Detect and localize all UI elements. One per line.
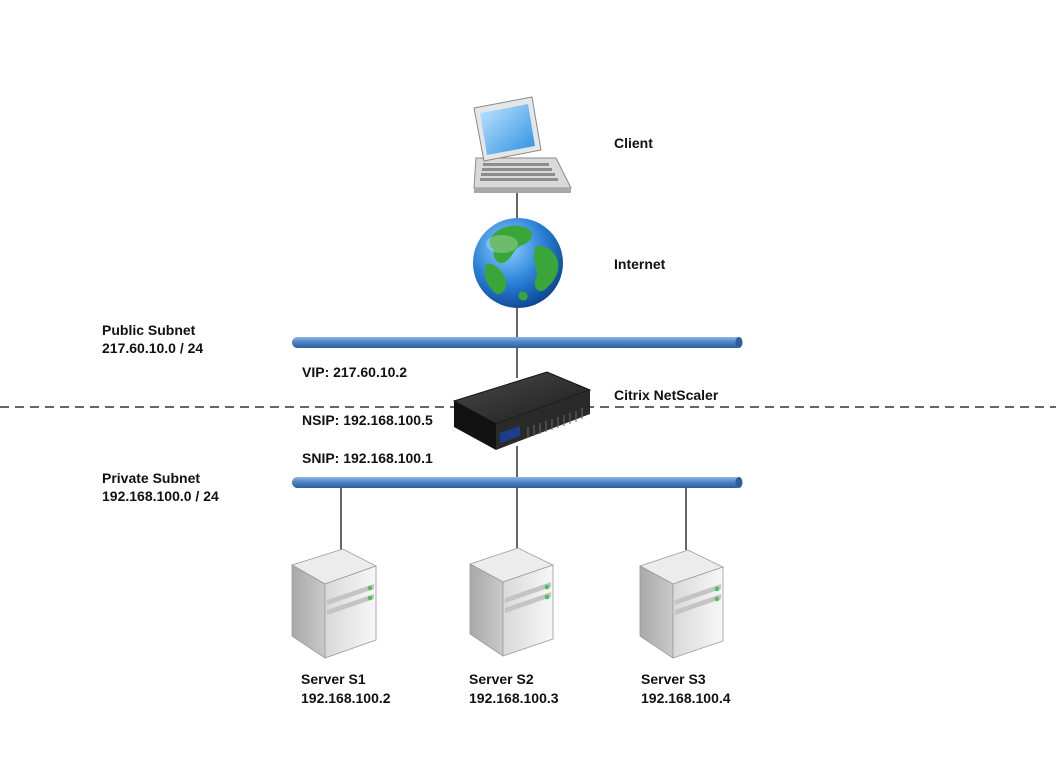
laptop-icon	[473, 96, 572, 193]
private-subnet-cidr: 192.168.100.0 / 24	[102, 488, 219, 504]
client-label: Client	[614, 135, 653, 151]
server-s1-icon	[291, 548, 378, 659]
server-s3-ip: 192.168.100.4	[641, 690, 731, 706]
netscaler-appliance-icon	[452, 371, 592, 450]
server-s2-name: Server S2	[469, 671, 534, 687]
server-s3-name: Server S3	[641, 671, 706, 687]
server-s3-icon	[639, 549, 725, 659]
vip-label: VIP: 217.60.10.2	[302, 364, 408, 380]
connection-lines	[340, 188, 687, 552]
netscaler-label: Citrix NetScaler	[614, 387, 719, 403]
private-subnet-bar	[292, 477, 743, 488]
private-subnet-name: Private Subnet	[102, 470, 201, 486]
nsip-label: NSIP: 192.168.100.5	[302, 412, 433, 428]
snip-label: SNIP: 192.168.100.1	[302, 450, 433, 466]
server-s1-ip: 192.168.100.2	[301, 690, 391, 706]
public-subnet-name: Public Subnet	[102, 322, 196, 338]
server-s1-name: Server S1	[301, 671, 366, 687]
globe-icon	[473, 218, 563, 308]
server-s2-ip: 192.168.100.3	[469, 690, 559, 706]
public-subnet-cidr: 217.60.10.0 / 24	[102, 340, 204, 356]
server-s2-icon	[469, 547, 555, 657]
internet-label: Internet	[614, 256, 666, 272]
public-subnet-bar	[292, 337, 743, 348]
